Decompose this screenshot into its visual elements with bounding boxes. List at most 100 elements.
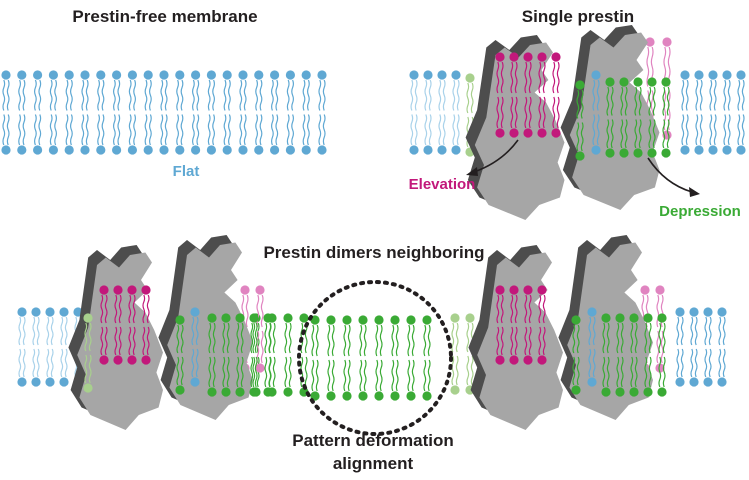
- embedded-lipids: [83, 52, 671, 397]
- lipid: [1, 70, 11, 155]
- lipid: [657, 313, 667, 397]
- lipid: [283, 313, 293, 397]
- lipid: [551, 52, 561, 138]
- flat-label: Flat: [173, 163, 200, 180]
- lipid: [537, 285, 547, 365]
- lipid: [222, 70, 232, 155]
- lipid: [675, 307, 685, 387]
- lipid: [143, 70, 153, 155]
- panel-title-prestin-free: Prestin-free membrane: [72, 7, 257, 26]
- lipid: [409, 70, 419, 155]
- lipid: [689, 307, 699, 387]
- lipid: [191, 70, 201, 155]
- lipid: [643, 313, 653, 397]
- lipid: [655, 285, 665, 373]
- depression-arrow: [647, 157, 700, 197]
- lipid: [175, 70, 185, 155]
- lipid: [523, 52, 533, 138]
- lipid: [141, 285, 151, 365]
- circle-label-line2: alignment: [333, 454, 414, 473]
- lipid: [99, 285, 109, 365]
- lipid: [703, 307, 713, 387]
- panel-title-dimers: Prestin dimers neighboring: [263, 243, 484, 262]
- lipid: [575, 80, 585, 161]
- lipid: [661, 77, 671, 158]
- elevation-arrow: [466, 139, 519, 176]
- lipid: [267, 313, 277, 397]
- lipid: [509, 285, 519, 365]
- lipid: [422, 315, 432, 401]
- lipid: [717, 307, 727, 387]
- lipid: [591, 70, 601, 155]
- lipid: [647, 77, 657, 158]
- prestin-single: [465, 25, 660, 220]
- lipid: [523, 285, 533, 365]
- lipid: [159, 70, 169, 155]
- lipid: [451, 70, 461, 155]
- lipid: [587, 307, 597, 387]
- lipid: [736, 70, 746, 155]
- lipid: [45, 307, 55, 387]
- lipid: [694, 70, 704, 155]
- lipid: [633, 77, 643, 158]
- lipid: [601, 313, 611, 397]
- lipid: [301, 70, 311, 155]
- lipid: [629, 313, 639, 397]
- lipid: [358, 315, 368, 401]
- lipid: [33, 70, 43, 155]
- lipid: [326, 315, 336, 401]
- lipid: [238, 70, 248, 155]
- prestin-dimer-left: [68, 235, 253, 430]
- lipid: [285, 70, 295, 155]
- lipid: [235, 313, 245, 397]
- lipid: [113, 285, 123, 365]
- lipid: [374, 315, 384, 401]
- lipid: [310, 315, 320, 401]
- lipid: [48, 70, 59, 155]
- alignment-circle: [297, 280, 453, 436]
- lipid: [437, 70, 447, 155]
- elevation-label: Elevation: [409, 176, 476, 193]
- lipid: [17, 70, 27, 155]
- circle-label-line1: Pattern deformation: [292, 431, 454, 450]
- lipid: [708, 70, 718, 155]
- lipid: [537, 52, 547, 138]
- lipid: [390, 315, 400, 401]
- lipid: [722, 70, 732, 155]
- lipid: [605, 77, 615, 158]
- lipid: [207, 313, 217, 397]
- panel-title-single-prestin: Single prestin: [522, 7, 634, 26]
- lipid: [495, 52, 505, 138]
- prestin-dimer-right: [468, 235, 653, 430]
- lipid: [680, 70, 690, 155]
- lipid: [31, 307, 41, 387]
- lipid: [64, 70, 74, 155]
- lipid: [175, 315, 185, 395]
- lipid: [80, 70, 90, 155]
- lipid: [423, 70, 433, 155]
- lipid: [317, 70, 327, 155]
- lipid: [127, 70, 137, 155]
- lipid: [59, 307, 69, 387]
- lipid: [221, 313, 231, 397]
- lipid: [255, 285, 265, 373]
- lipid: [406, 315, 416, 401]
- lipid: [509, 52, 519, 138]
- lipid: [615, 313, 625, 397]
- lipid: [17, 307, 27, 387]
- lipid: [127, 285, 137, 365]
- depression-label: Depression: [659, 203, 741, 220]
- lipid: [263, 313, 273, 397]
- lipid: [495, 285, 505, 365]
- lipid: [571, 315, 581, 395]
- lipid: [190, 307, 200, 387]
- lipid: [342, 315, 352, 401]
- lipid: [254, 70, 264, 155]
- lipid: [450, 313, 460, 395]
- lipid: [270, 70, 280, 155]
- lipid: [619, 77, 629, 158]
- lipid: [96, 70, 106, 155]
- lipid: [206, 70, 216, 155]
- lipid: [83, 313, 93, 393]
